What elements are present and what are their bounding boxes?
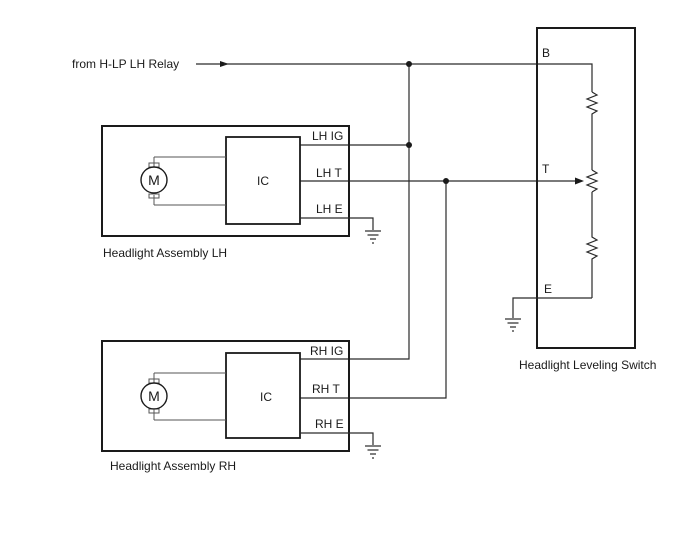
ic-rh-box: [225, 352, 301, 439]
leveling-switch-box: [536, 27, 636, 349]
motor-rh-icon: [140, 382, 168, 410]
pin-rh-ig-label: RH IG: [310, 344, 343, 358]
headlight-assembly-rh-caption: Headlight Assembly RH: [110, 459, 236, 473]
pin-e-label: E: [544, 282, 552, 296]
resistor-upper-icon: [585, 91, 599, 170]
pin-rh-t-label: RH T: [312, 382, 340, 396]
resistor-lower-icon: [585, 192, 599, 298]
junction-node: [406, 142, 412, 148]
pin-lh-e-label: LH E: [316, 202, 343, 216]
pin-lh-t-label: LH T: [316, 166, 342, 180]
wire-rh-e: [300, 432, 374, 445]
motor-lh-icon: [140, 166, 168, 194]
pin-lh-ig-label: LH IG: [312, 129, 343, 143]
motor-rh-label: M: [148, 388, 160, 404]
pin-b-label: B: [542, 46, 550, 60]
wiper-arrow-icon: [575, 177, 584, 185]
headlight-assembly-lh-box: [101, 125, 350, 237]
wire-switch-e: [512, 297, 592, 318]
ic-lh-box: [225, 136, 301, 225]
leveling-switch-caption: Headlight Leveling Switch: [519, 358, 656, 372]
source-label: from H-LP LH Relay: [72, 57, 179, 71]
wire-ig-bus: [300, 64, 410, 360]
ground-icon: [505, 318, 521, 332]
ic-lh-label: IC: [257, 174, 269, 188]
resistor-middle-icon: [585, 169, 599, 193]
wire-lh-e: [300, 217, 374, 230]
ground-icon: [365, 445, 381, 459]
pin-t-label: T: [542, 162, 550, 176]
ic-rh-label: IC: [260, 390, 272, 404]
headlight-assembly-rh-box: [101, 340, 350, 452]
wire-b-main: [224, 63, 593, 92]
junction-node: [443, 178, 449, 184]
motor-lh-label: M: [148, 172, 160, 188]
headlight-assembly-lh-caption: Headlight Assembly LH: [103, 246, 227, 260]
ground-icon: [365, 230, 381, 244]
pin-rh-e-label: RH E: [315, 417, 344, 431]
junction-node: [406, 61, 412, 67]
